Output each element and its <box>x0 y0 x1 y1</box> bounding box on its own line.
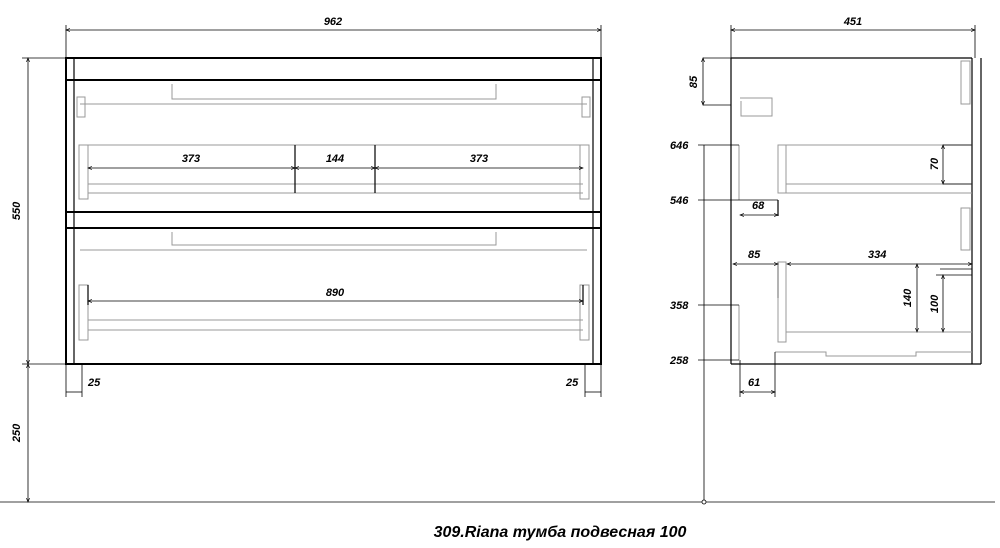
dim-upper-setback: 68 <box>752 200 765 212</box>
level-646: 646 <box>670 140 689 152</box>
dim-lower-drawer-depth: 334 <box>868 249 886 261</box>
dim-top-offset: 85 <box>688 75 700 88</box>
dim-lower-height-inner: 100 <box>929 294 941 313</box>
dim-upper-drawer-height: 70 <box>929 157 941 170</box>
side-dimensions: 451 85 646 546 358 258 68 70 85 334 140 … <box>669 16 975 505</box>
dim-mount-height: 250 <box>11 423 23 443</box>
dim-lower-width: 890 <box>326 287 345 299</box>
level-258: 258 <box>669 355 689 367</box>
level-358: 358 <box>670 300 689 312</box>
dim-upper-gap: 144 <box>326 153 344 165</box>
dim-bottom-setback: 61 <box>748 377 760 389</box>
front-dimensions: 962 550 250 373 144 373 890 25 25 <box>11 16 601 502</box>
dim-upper-left: 373 <box>182 153 200 165</box>
front-view <box>65 57 602 365</box>
dim-upper-right: 373 <box>470 153 488 165</box>
dim-offset-right: 25 <box>565 377 579 389</box>
level-546: 546 <box>670 195 689 207</box>
side-view <box>730 57 982 365</box>
dim-offset-left: 25 <box>87 377 101 389</box>
dim-overall-width: 962 <box>324 16 342 28</box>
dim-depth: 451 <box>843 16 862 28</box>
dim-lower-height-outer: 140 <box>902 288 914 307</box>
dim-lower-setback: 85 <box>748 249 761 261</box>
drawing-title: 309.Riana тумба подвесная 100 <box>434 524 687 541</box>
dim-height: 550 <box>11 201 23 220</box>
